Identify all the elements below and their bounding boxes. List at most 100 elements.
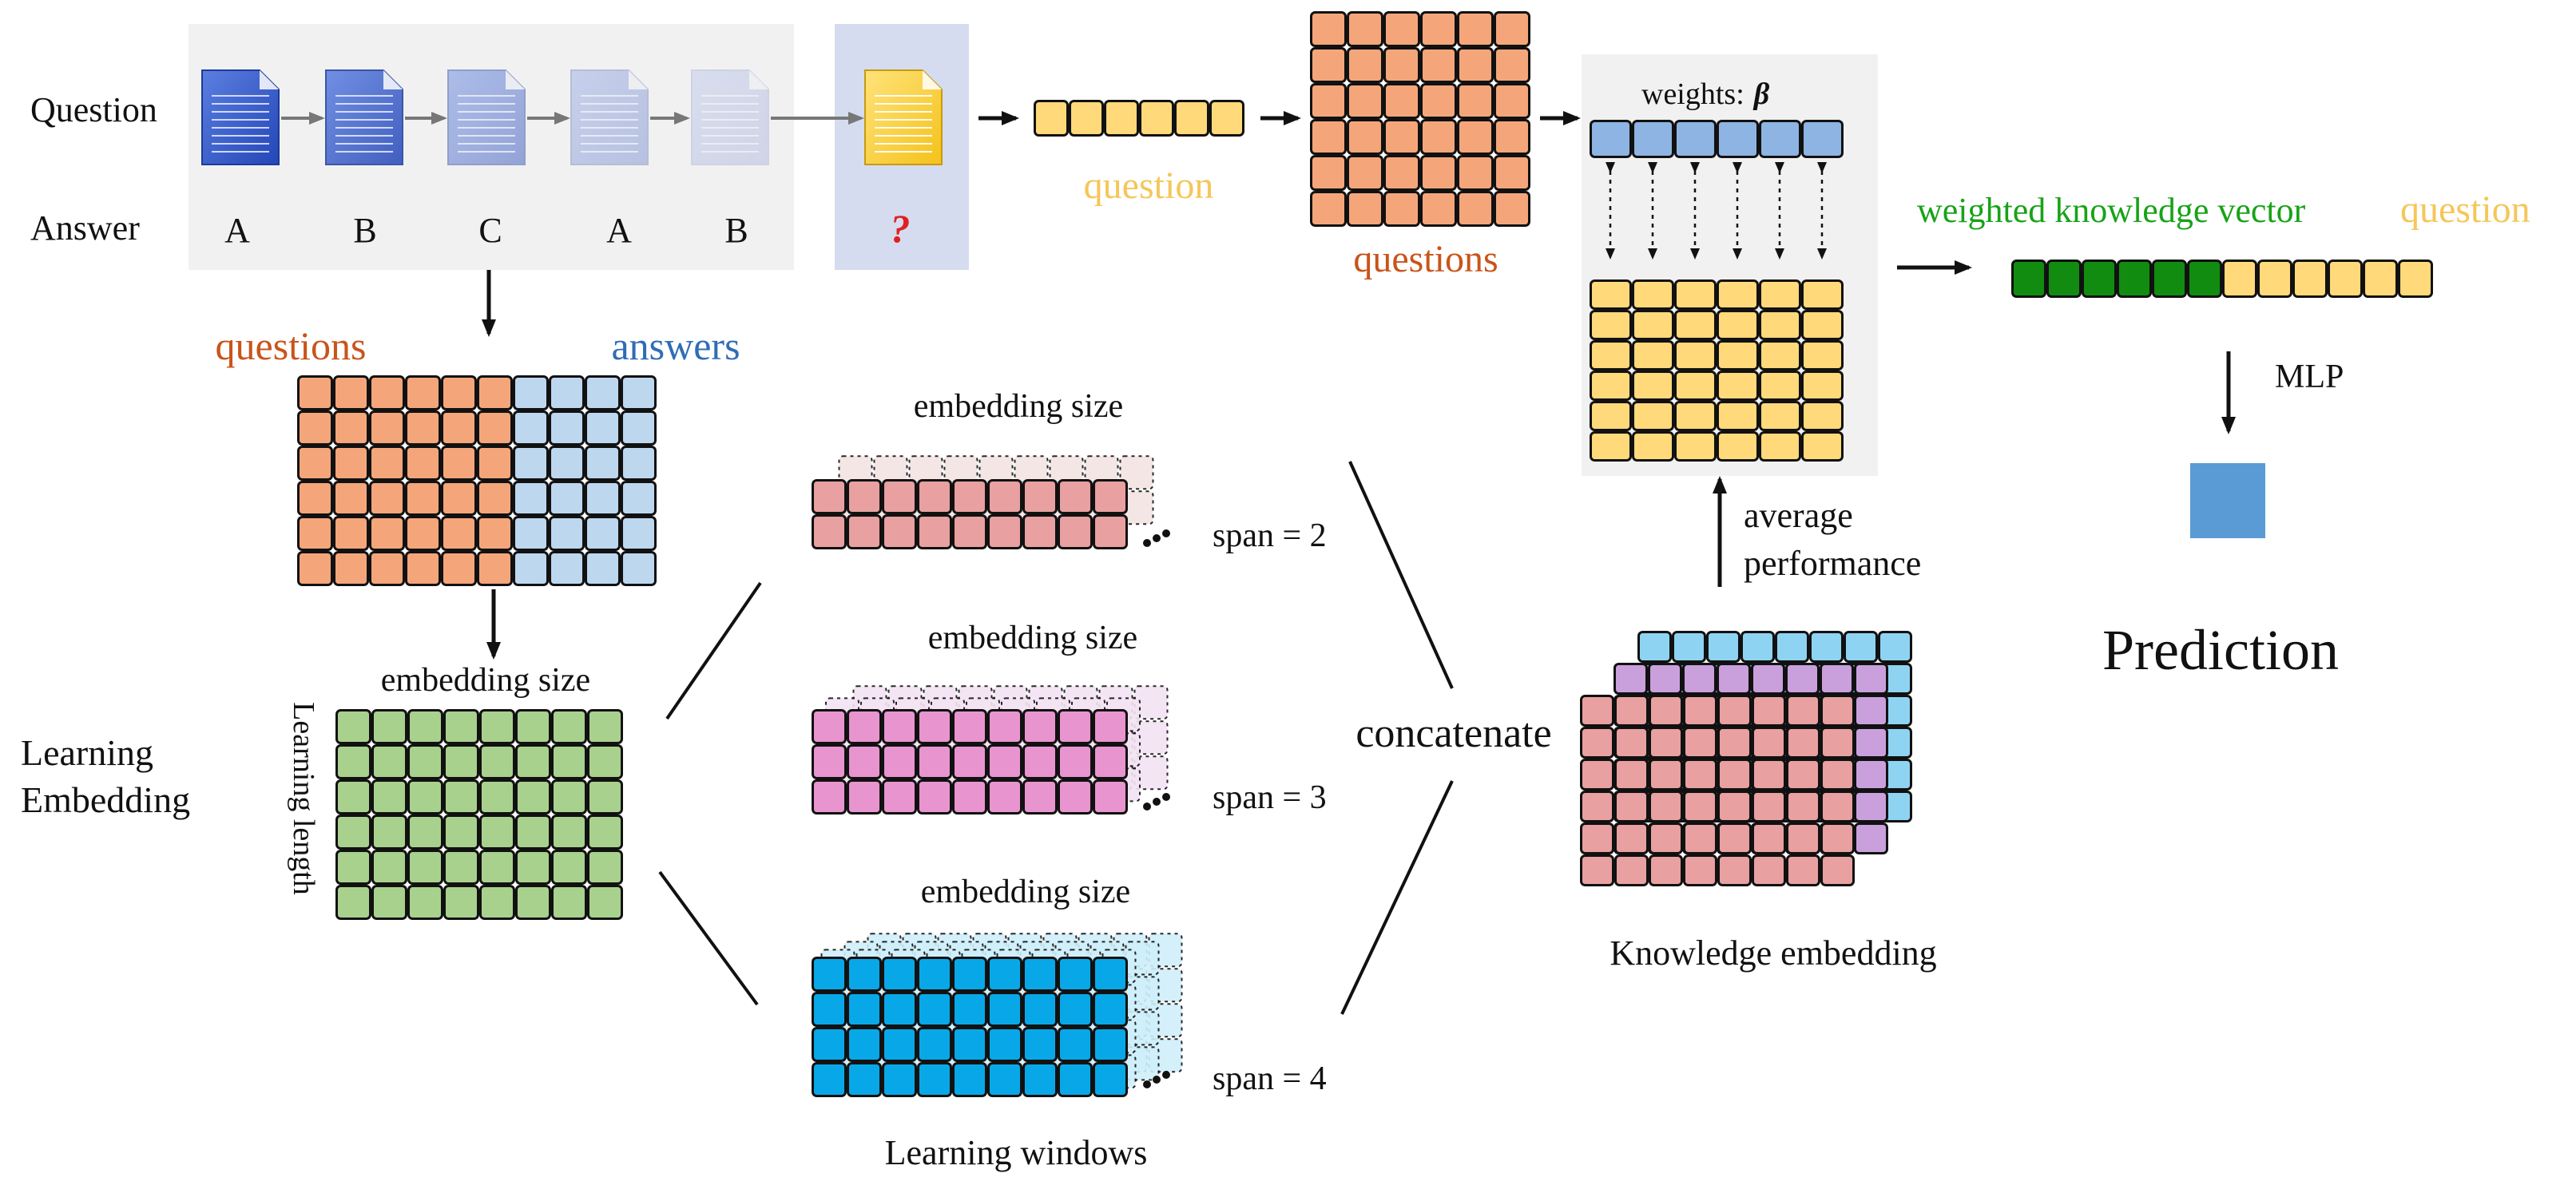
grid-cell <box>1058 1062 1093 1097</box>
grid-cell <box>405 410 441 446</box>
doc-fold <box>506 70 525 89</box>
grid-cell <box>882 1027 917 1062</box>
grid-cell <box>1637 631 1672 663</box>
grid-cell <box>1580 727 1614 759</box>
grid-cell <box>549 551 585 586</box>
grid-cell <box>441 375 477 410</box>
grid-cell <box>1649 791 1683 822</box>
grid-cell <box>333 375 369 410</box>
grid-cell <box>1069 100 1104 137</box>
window-front-layer <box>812 479 1128 549</box>
grid-cell <box>1854 663 1888 695</box>
doc-fold <box>749 70 768 89</box>
grid-cell <box>1820 695 1855 727</box>
grid-cell <box>1614 759 1649 791</box>
grid-cell <box>1752 822 1786 854</box>
grid-cell <box>987 1062 1022 1097</box>
grid-cell <box>477 375 513 410</box>
doc-body <box>570 69 649 165</box>
grid-cell <box>1420 47 1457 83</box>
knowledge-embedding-stack <box>1580 631 1912 886</box>
grid-cell <box>1580 822 1614 854</box>
grid-cell <box>1717 401 1759 431</box>
grid-cell <box>1717 120 1759 158</box>
grid-cell <box>1093 709 1128 744</box>
grid-cell <box>1093 744 1128 779</box>
grid-cell <box>1786 854 1820 886</box>
grid-cell <box>297 375 333 410</box>
grid-cell <box>587 709 623 744</box>
grid-cell <box>812 779 847 814</box>
grid-cell <box>1717 695 1752 727</box>
grid-cell <box>1786 791 1820 822</box>
grid-cell <box>1801 279 1844 310</box>
grid-cell <box>882 744 917 779</box>
grid-cell <box>1752 791 1786 822</box>
question-document-icon <box>325 69 403 165</box>
grid-cell <box>1740 631 1775 663</box>
grid-cell <box>812 479 847 514</box>
grid-cell <box>1632 120 1674 158</box>
question-row-label: Question <box>30 90 157 129</box>
grid-cell <box>585 516 621 551</box>
grid-cell <box>1717 822 1752 854</box>
grid-cell <box>917 992 952 1027</box>
grid-cell <box>1494 83 1530 119</box>
grid-cell <box>1786 695 1820 727</box>
grid-cell <box>987 479 1022 514</box>
grid-cell <box>297 551 333 586</box>
question-vector-label: question <box>1084 164 1214 207</box>
grid-cell <box>1383 119 1420 155</box>
grid-cell <box>1093 957 1128 992</box>
grid-cell <box>1717 791 1752 822</box>
unknown-answer: ? <box>891 206 911 251</box>
grid-cell <box>1854 759 1888 791</box>
grid-cell <box>443 885 479 920</box>
grid-cell <box>917 514 952 549</box>
grid-cell <box>477 481 513 516</box>
grid-cell <box>443 779 479 814</box>
grid-cell <box>1383 155 1420 191</box>
grid-cell <box>1494 191 1530 227</box>
grid-cell <box>1759 401 1801 431</box>
grid-cell <box>549 516 585 551</box>
answer-4: A <box>606 211 632 250</box>
connector-concat-lower <box>1340 780 1454 1015</box>
grid-cell <box>1613 663 1648 695</box>
answers-label-left: answers <box>611 323 740 368</box>
grid-cell <box>1759 310 1801 340</box>
grid-cell <box>1494 47 1530 83</box>
grid-cell <box>1717 759 1752 791</box>
grid-cell <box>882 1062 917 1097</box>
grid-cell <box>2328 260 2363 298</box>
grid-cell <box>2222 260 2257 298</box>
grid-cell <box>333 410 369 446</box>
doc-fold <box>629 70 648 89</box>
doc-fold <box>260 70 279 89</box>
weighted-vector-cells <box>2011 260 2433 298</box>
grid-cell <box>1854 822 1888 854</box>
grid-cell <box>1590 401 1632 431</box>
grid-cell <box>335 850 371 885</box>
grid-cell <box>1310 155 1347 191</box>
weighted-question-label: question <box>2400 188 2530 231</box>
grid-cell <box>1632 401 1674 431</box>
dot <box>1143 539 1151 547</box>
grid-cell <box>551 814 587 850</box>
grid-cell <box>1674 371 1717 401</box>
grid-cell <box>587 850 623 885</box>
grid-cell <box>1649 727 1683 759</box>
dot <box>1153 534 1161 542</box>
grid-cell <box>515 814 551 850</box>
grid-cell <box>549 410 585 446</box>
grid-cell <box>1383 83 1420 119</box>
grid-cell <box>513 375 549 410</box>
doc-body <box>864 69 943 165</box>
grid-cell <box>1310 119 1347 155</box>
grid-cell <box>2257 260 2292 298</box>
answer-row-label: Answer <box>30 208 140 248</box>
grid-cell <box>1649 759 1683 791</box>
grid-cell <box>1649 695 1683 727</box>
grid-cell <box>405 551 441 586</box>
window-size-label-3: embedding size <box>921 874 1130 910</box>
